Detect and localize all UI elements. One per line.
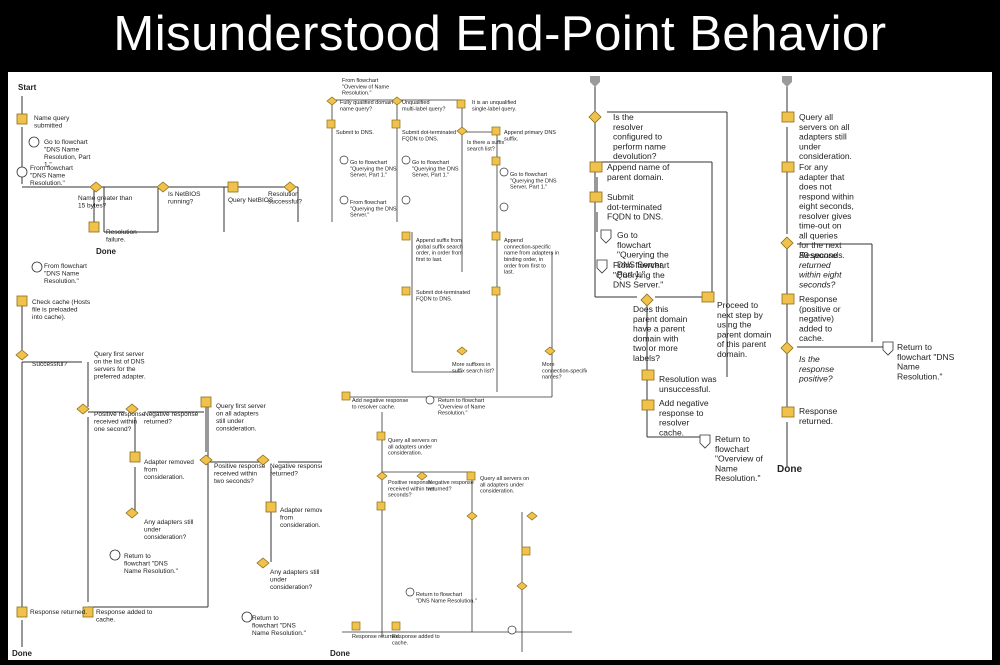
done-label-2: Done: [12, 649, 33, 658]
done-label: Done: [330, 649, 351, 658]
return-flowchart-text: Return to flowchart"DNS Name Resolution.…: [416, 592, 477, 604]
response-returned-text: Response returned.: [30, 609, 87, 616]
response-returned-text: Response returned.: [352, 634, 401, 640]
page-title: Misunderstood End-Point Behavior: [113, 7, 887, 61]
done-label-1: Done: [96, 247, 117, 256]
start-label: Start: [18, 83, 37, 92]
query-netbios-text: Query NetBIOS.: [228, 197, 275, 204]
submit-dns-text: Submit to DNS.: [336, 130, 374, 136]
done-label: Done: [777, 464, 802, 475]
successful-text: Successful?: [32, 361, 67, 368]
